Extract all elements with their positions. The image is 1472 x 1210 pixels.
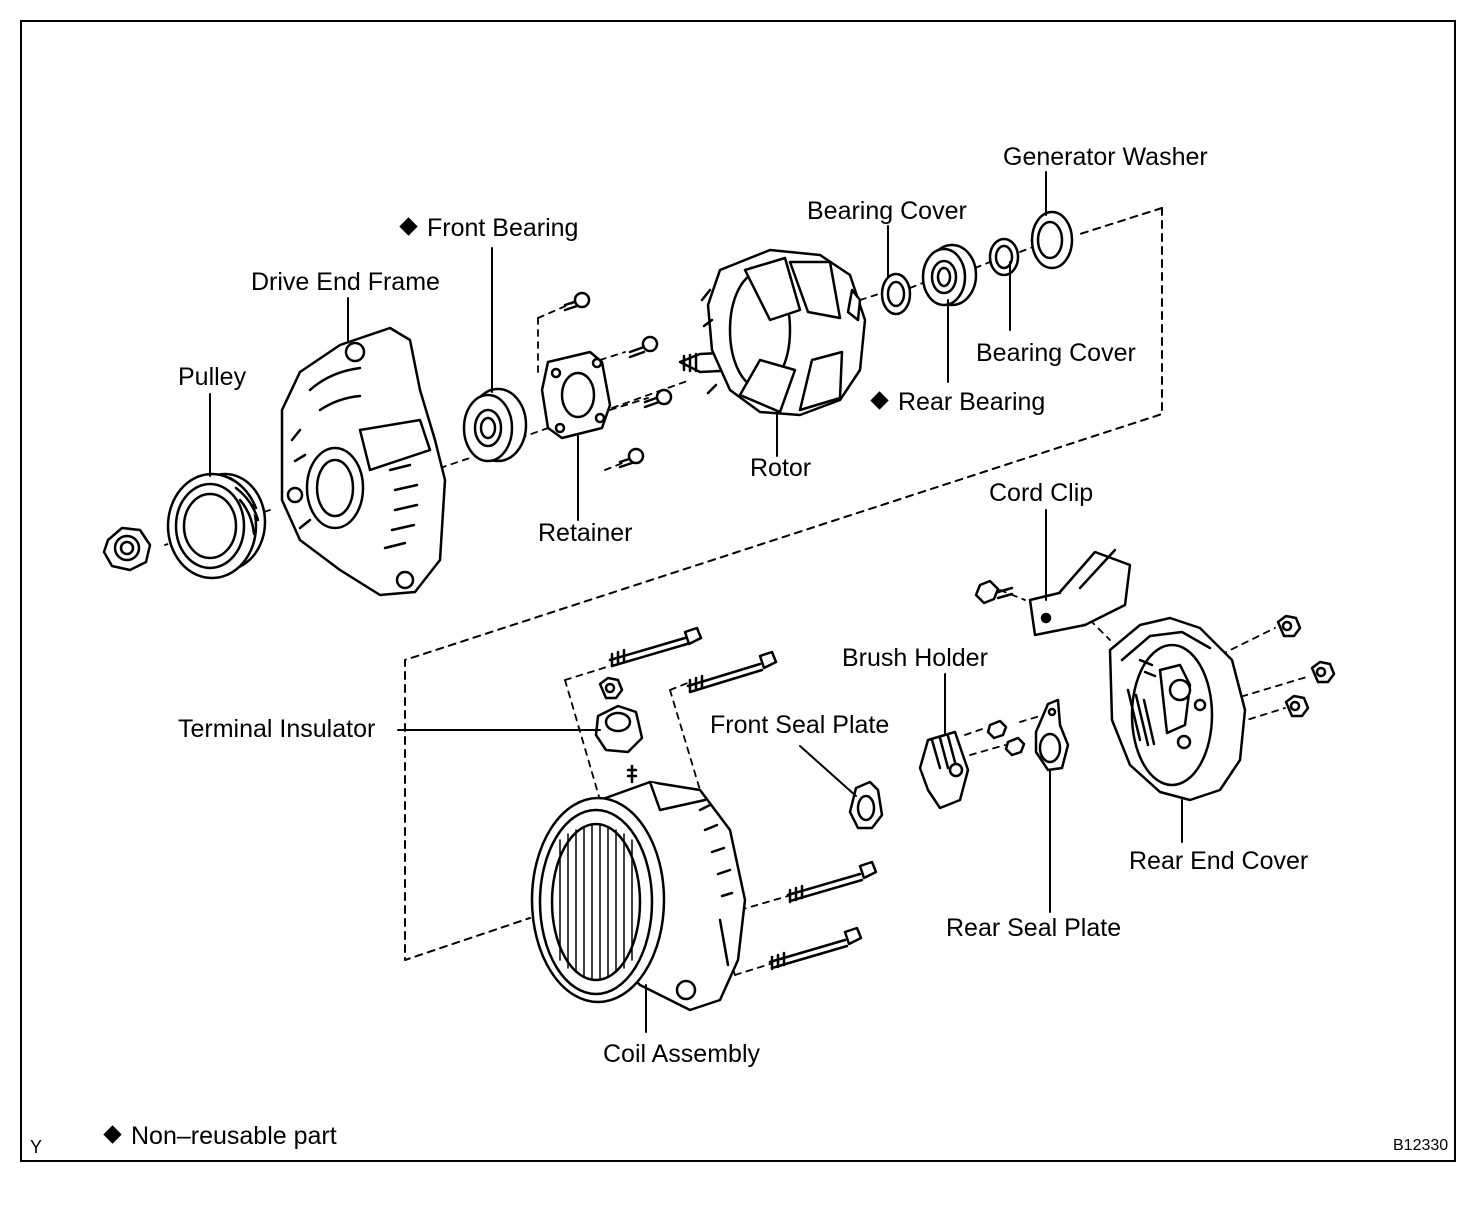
label-cord-clip: Cord Clip <box>989 479 1094 507</box>
label-bearing-cover-top: Bearing Cover <box>807 197 967 225</box>
label-rotor: Rotor <box>750 454 812 482</box>
through-bolts-top <box>608 626 778 694</box>
label-terminal-insulator: Terminal Insulator <box>178 715 376 743</box>
front-bearing-part <box>462 387 528 463</box>
assembly-dashed-outline <box>404 207 1163 961</box>
legend-text: Non–reusable part <box>131 1122 337 1150</box>
label-rear-bearing-text: Rear Bearing <box>898 388 1046 416</box>
non-reusable-diamond-icon <box>399 217 418 236</box>
label-coil-assembly: Coil Assembly <box>603 1040 760 1068</box>
label-generator-washer: Generator Washer <box>1003 143 1208 171</box>
non-reusable-diamond-icon <box>870 391 889 410</box>
label-rear-bearing: Rear Bearing <box>870 388 1046 416</box>
diagram-frame <box>20 20 1456 1162</box>
rear-end-cover-part <box>1108 616 1247 802</box>
legend-non-reusable: Non–reusable part <box>103 1122 337 1150</box>
rear-bearing-part <box>921 243 978 307</box>
rear-seal-plate-part <box>1034 698 1070 772</box>
label-brush-holder: Brush Holder <box>842 644 988 672</box>
bearing-cover-right-ring-part <box>988 237 1020 277</box>
non-reusable-diamond-icon <box>103 1125 122 1144</box>
through-bolts-bottom <box>768 860 878 971</box>
label-rear-end-cover: Rear End Cover <box>1129 847 1309 875</box>
terminal-insulator-part <box>594 676 644 784</box>
corner-mark: Y <box>30 1137 43 1157</box>
label-front-seal-plate: Front Seal Plate <box>710 711 890 739</box>
rear-end-cover-nuts <box>1276 614 1336 718</box>
label-bearing-cover-right: Bearing Cover <box>976 339 1136 367</box>
figure-code: B12330 <box>1393 1137 1449 1154</box>
label-drive-end-frame: Drive End Frame <box>251 268 440 296</box>
label-front-bearing: Front Bearing <box>399 214 579 242</box>
nut-part <box>102 526 152 572</box>
generator-washer-part <box>1030 210 1074 270</box>
label-front-bearing-text: Front Bearing <box>427 214 579 242</box>
label-rear-seal-plate: Rear Seal Plate <box>946 914 1122 942</box>
leader-lines <box>209 171 1183 1033</box>
retainer-screws <box>563 291 673 469</box>
axis-lines <box>164 245 1311 976</box>
pulley-part <box>166 472 267 580</box>
label-pulley: Pulley <box>178 363 247 391</box>
drive-end-frame-part <box>280 326 447 597</box>
cord-clip-part <box>974 548 1132 637</box>
label-retainer: Retainer <box>538 519 633 547</box>
coil-assembly-part <box>530 780 747 1012</box>
rotor-part <box>678 248 867 417</box>
brush-holder-part <box>918 719 1026 810</box>
front-seal-plate-part <box>848 780 884 830</box>
retainer-part <box>540 350 612 440</box>
bearing-cover-ring-part <box>880 272 912 316</box>
